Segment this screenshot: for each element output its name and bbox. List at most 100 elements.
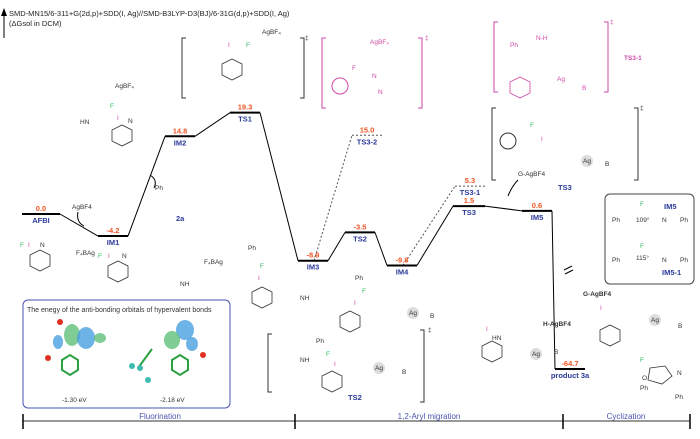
- svg-text:N: N: [128, 118, 133, 125]
- svg-text:B: B: [605, 161, 609, 168]
- level-label: product 3a: [551, 371, 590, 380]
- svg-text:AgBF₄: AgBF₄: [370, 39, 389, 46]
- svg-text:‡: ‡: [610, 19, 614, 26]
- svg-text:‡: ‡: [640, 105, 644, 112]
- svg-text:B: B: [554, 349, 558, 356]
- svg-text:Ph: Ph: [510, 42, 518, 49]
- path-ts1-im3: [259, 112, 299, 261]
- svg-text:IM5-1: IM5-1: [662, 268, 681, 277]
- path-im3-ts2: [327, 232, 346, 261]
- svg-text:Ag: Ag: [409, 310, 417, 317]
- svg-text:N: N: [662, 217, 667, 224]
- svg-text:TS2: TS2: [348, 393, 362, 402]
- orbital-2: [129, 320, 206, 383]
- level-energy: 14.8: [173, 126, 188, 135]
- svg-text:NH: NH: [300, 295, 310, 302]
- svg-text:N: N: [372, 73, 377, 80]
- svg-text:F: F: [246, 42, 250, 49]
- reaction-paths: [59, 112, 556, 370]
- level-energy: -4.2: [107, 226, 120, 235]
- svg-text:O: O: [642, 375, 647, 382]
- reagent-agbf4: AgBF4: [72, 204, 92, 211]
- level-energy: -3.5: [354, 222, 367, 231]
- arrow-agbf4: [77, 211, 85, 227]
- svg-text:115°: 115°: [636, 254, 649, 262]
- level-energy: 5.3: [465, 176, 475, 185]
- svg-text:Ph: Ph: [675, 394, 683, 401]
- svg-text:I: I: [541, 136, 543, 143]
- path-ts2-im4: [374, 232, 388, 266]
- svg-text:B: B: [430, 313, 434, 320]
- svg-text:Ag: Ag: [557, 76, 565, 83]
- svg-text:‡: ‡: [425, 35, 429, 42]
- region-fluorination: Fluorination: [139, 412, 181, 421]
- svg-text:F₄BAg: F₄BAg: [204, 259, 223, 266]
- level-energy: 15.0: [360, 125, 375, 134]
- orbital-box-title: The enegy of the anti-bonding orbitals o…: [27, 307, 212, 314]
- level-label: IM2: [174, 138, 187, 147]
- level-energy: 0.6: [532, 201, 542, 210]
- region-bar: Fluorination 1,2-Aryl migration Cyclizat…: [22, 412, 691, 429]
- svg-text:F: F: [352, 65, 356, 72]
- region-migration: 1,2-Aryl migration: [398, 412, 461, 421]
- svg-text:F: F: [20, 242, 24, 249]
- svg-text:NH: NH: [180, 281, 190, 288]
- svg-text:HN: HN: [80, 119, 90, 126]
- path-dashed-ts3-1: [402, 185, 456, 266]
- svg-text:N: N: [40, 242, 45, 249]
- svg-text:Ag: Ag: [532, 351, 540, 358]
- svg-text:Ph: Ph: [612, 217, 620, 224]
- path-afbi-im1: [59, 213, 99, 237]
- path-im4-ts3: [416, 205, 454, 266]
- structure-g-complex: I AgB: [599, 305, 682, 347]
- orbital-energy-1: -1.30 eV: [62, 397, 87, 404]
- level-label: IM3: [307, 263, 320, 272]
- level-energy: -64.7: [561, 359, 578, 368]
- svg-text:Ph: Ph: [248, 245, 256, 252]
- reagent-g-agbf4: G-AgBF4: [518, 171, 545, 178]
- svg-text:F: F: [640, 357, 644, 364]
- svg-text:109°: 109°: [636, 216, 650, 224]
- method-header: SMD-MN15/6-311+G(2d,p)+SDD(I, Ag)//SMD-B…: [9, 9, 289, 29]
- solvent-line: (ΔGsol in DCM): [9, 19, 62, 28]
- svg-text:F: F: [110, 103, 114, 110]
- svg-text:I: I: [117, 115, 119, 122]
- svg-text:N: N: [122, 253, 127, 260]
- svg-text:AgBF₄: AgBF₄: [115, 83, 134, 90]
- svg-text:Ph: Ph: [680, 257, 688, 264]
- method-line: SMD-MN15/6-311+G(2d,p)+SDD(I, Ag)//SMD-B…: [9, 9, 290, 18]
- svg-text:Ag: Ag: [583, 158, 591, 165]
- reagent-h-agbf4: H-AgBF4: [543, 321, 571, 328]
- svg-text:Ag: Ag: [651, 317, 659, 324]
- svg-text:N: N: [677, 370, 682, 377]
- svg-text:F: F: [530, 122, 534, 129]
- level-energy: 0.0: [36, 204, 46, 213]
- svg-text:Ag: Ag: [375, 365, 383, 372]
- svg-text:Ph: Ph: [355, 275, 363, 282]
- structure-im2: HN FI N AgBF₄: [80, 83, 134, 147]
- substrate-2a-text: Ph: [155, 185, 163, 192]
- svg-text:I: I: [258, 275, 260, 282]
- path-im2-ts1: [194, 112, 231, 137]
- svg-text:TS3: TS3: [558, 183, 572, 192]
- level-label: IM5: [531, 213, 544, 222]
- level-energy: 1.5: [464, 196, 474, 205]
- y-axis-arrow: [1, 8, 7, 16]
- svg-text:F: F: [640, 243, 644, 250]
- svg-text:B: B: [582, 85, 586, 92]
- svg-text:F: F: [640, 201, 644, 208]
